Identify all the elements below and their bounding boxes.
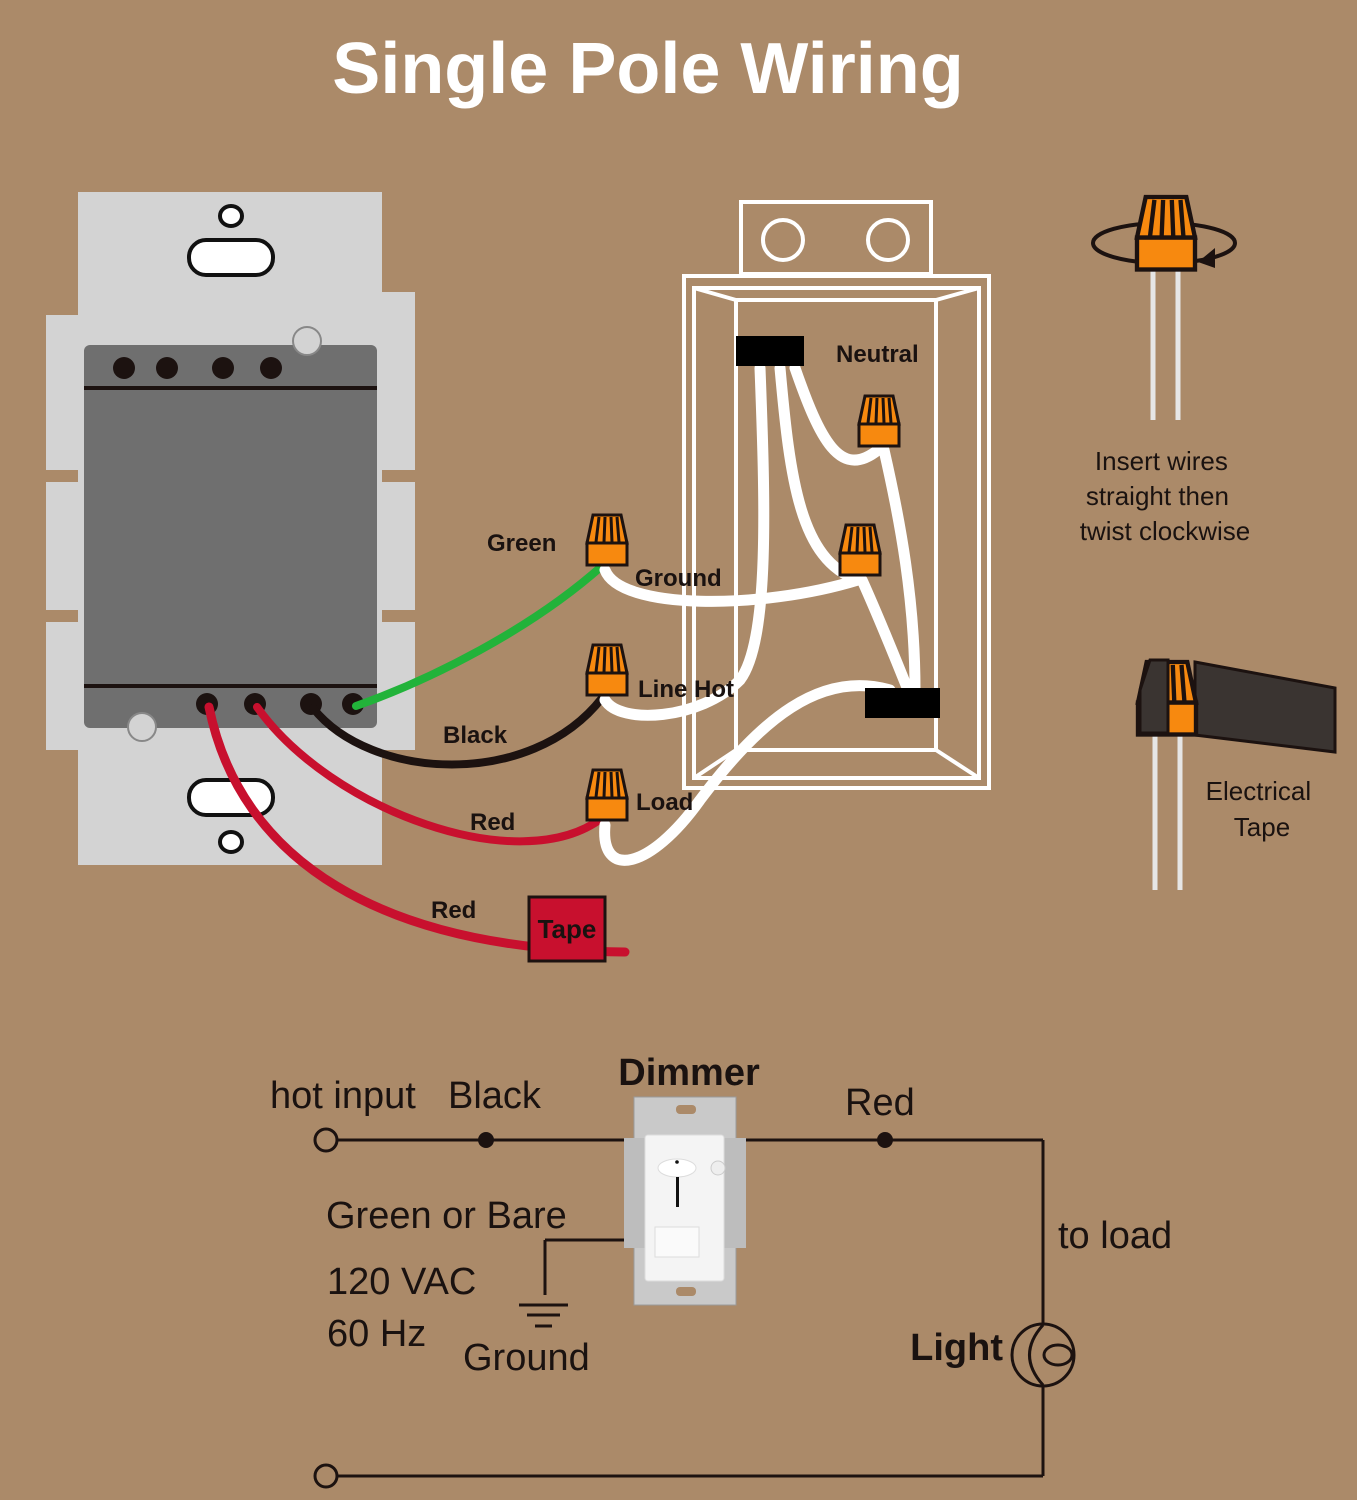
- page-title: Single Pole Wiring: [332, 29, 963, 109]
- switch-device: [46, 192, 415, 865]
- tape-label: Tape: [538, 914, 597, 944]
- label-black-sch: Black: [448, 1075, 542, 1117]
- instruction-line-1: Insert wires: [1095, 446, 1228, 476]
- light-bulb-icon: [1010, 1322, 1076, 1388]
- wire-nut-ground-box: [838, 523, 882, 577]
- terminal-top-1: [113, 357, 135, 379]
- electrical-tape-icon: [1193, 660, 1337, 754]
- label-ground-sch: Ground: [463, 1337, 590, 1379]
- wire-line-hot: [599, 362, 770, 721]
- label-voltage: 120 VAC: [327, 1261, 476, 1303]
- dimmer-icon: [624, 1096, 746, 1306]
- twist-illustration: [1091, 197, 1237, 420]
- terminal-top-4: [260, 357, 282, 379]
- label-to-load: to load: [1058, 1215, 1172, 1257]
- box-ear-hole-right: [866, 218, 910, 262]
- label-load: Load: [636, 789, 693, 816]
- ground-bar-top: [736, 336, 804, 366]
- label-green-or-bare: Green or Bare: [326, 1195, 567, 1237]
- label-black: Black: [443, 722, 508, 749]
- box-outer: [682, 274, 991, 790]
- white-wires: [599, 362, 921, 866]
- label-red-sch: Red: [845, 1082, 915, 1124]
- wire-load: [599, 680, 896, 866]
- label-neutral: Neutral: [836, 341, 919, 368]
- label-ground: Ground: [635, 565, 722, 592]
- box-rim: [692, 286, 981, 780]
- wire-nut-line-hot: [585, 643, 629, 697]
- instruction-line-3: twist clockwise: [1080, 516, 1250, 546]
- terminal-top-2: [156, 357, 178, 379]
- terminal-hot-input: [313, 1127, 339, 1153]
- label-dimmer: Dimmer: [618, 1052, 760, 1094]
- slot-top: [187, 238, 275, 277]
- wire-green: [352, 562, 606, 710]
- label-red-capped: Red: [431, 897, 476, 924]
- label-frequency: 60 Hz: [327, 1313, 426, 1355]
- wire-black: [309, 694, 606, 769]
- electrical-box: [682, 200, 991, 790]
- ground-bar-bottom: [865, 688, 940, 718]
- schematic: [313, 1127, 1076, 1489]
- label-hot-input: hot input: [270, 1075, 416, 1117]
- tape-line-1: Electrical: [1206, 776, 1311, 806]
- box-inner: [734, 298, 938, 752]
- label-green: Green: [487, 530, 556, 557]
- tape-illustration: [1138, 658, 1337, 890]
- node-black: [478, 1132, 494, 1148]
- box-ear-hole-left: [761, 218, 805, 262]
- instruction-twist: Insert wires straight then twist clockwi…: [1080, 446, 1250, 546]
- screw-hole-bottom: [218, 830, 244, 854]
- wire-ground: [599, 564, 864, 607]
- switch-body: [84, 345, 377, 728]
- screw-top-right: [292, 326, 322, 356]
- slot-bottom: [187, 778, 275, 817]
- wire-neutral-to-bar: [878, 444, 921, 696]
- screw-hole-top: [218, 204, 244, 228]
- tape-cap: [527, 895, 607, 963]
- wire-neutral-a: [774, 362, 864, 586]
- wire-nut-neutral: [857, 394, 901, 448]
- terminal-top-3: [212, 357, 234, 379]
- label-red-load: Red: [470, 809, 515, 836]
- terminal-neutral: [313, 1463, 339, 1489]
- wire-neutral-b: [789, 362, 884, 466]
- instruction-tape: Electrical Tape: [1206, 776, 1319, 842]
- node-red: [877, 1132, 893, 1148]
- label-line-hot: Line Hot: [638, 676, 734, 703]
- box-ear: [739, 200, 933, 276]
- screw-bottom-left: [127, 712, 157, 742]
- tape-line-2: Tape: [1234, 812, 1290, 842]
- wire-red-load: [253, 703, 606, 846]
- instruction-line-2: straight then: [1086, 481, 1229, 511]
- wire-nut-load: [585, 768, 629, 822]
- label-light: Light: [910, 1327, 1003, 1369]
- wire-nut-ground: [585, 513, 629, 567]
- wire-ground-to-bar: [856, 574, 914, 696]
